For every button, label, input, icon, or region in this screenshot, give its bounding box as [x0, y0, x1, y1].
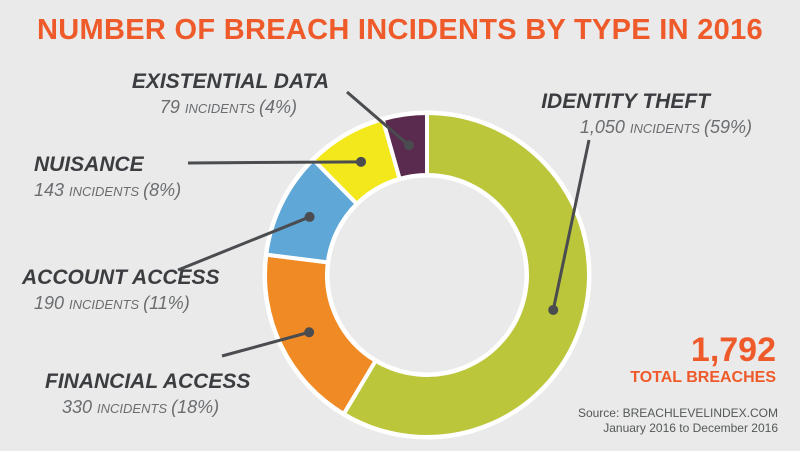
label-account-name: ACCOUNT ACCESS	[21, 266, 220, 289]
label-account-value: 190 INCIDENTS (11%)	[34, 293, 190, 313]
label-identity-name: IDENTITY THEFT	[541, 90, 712, 113]
label-financial-name: FINANCIAL ACCESS	[45, 370, 250, 393]
financial-count: 330	[62, 397, 92, 417]
donut-outer-rim	[262, 110, 592, 440]
account-unit: INCIDENTS	[69, 297, 139, 312]
account-count: 190	[34, 293, 64, 313]
chart-title: NUMBER OF BREACH INCIDENTS BY TYPE IN 20…	[37, 14, 763, 46]
label-existential-name: EXISTENTIAL DATA	[132, 70, 329, 93]
existential-percent: (4%)	[259, 97, 297, 117]
label-nuisance-value: 143 INCIDENTS (8%)	[34, 180, 181, 200]
nuisance-unit: INCIDENTS	[69, 184, 139, 199]
source-note: Source: BREACHLEVELINDEX.COM January 201…	[578, 406, 778, 436]
financial-unit: INCIDENTS	[97, 401, 167, 416]
slice-financial	[263, 252, 378, 416]
leader-dot-financial	[304, 327, 315, 338]
financial-percent: (18%)	[171, 397, 219, 417]
label-existential-value: 79 INCIDENTS (4%)	[160, 97, 297, 117]
label-financial-value: 330 INCIDENTS (18%)	[62, 397, 219, 417]
leader-dot-nuisance	[356, 156, 367, 167]
leader-dot-existential	[403, 140, 414, 151]
identity-percent: (59%)	[704, 117, 752, 137]
leader-line-identity	[551, 139, 591, 311]
leader-dot-account	[304, 211, 315, 222]
source-line-2: January 2016 to December 2016	[603, 421, 778, 435]
identity-unit: INCIDENTS	[630, 121, 700, 136]
leader-dot-identity	[548, 304, 559, 315]
leader-lines	[177, 90, 591, 358]
total-breaches: 1,792 TOTAL BREACHES	[630, 332, 776, 388]
leader-line-existential	[346, 90, 410, 147]
source-line-1: Source: BREACHLEVELINDEX.COM	[577, 406, 778, 420]
total-label: TOTAL BREACHES	[630, 369, 776, 386]
nuisance-count: 143	[34, 180, 64, 200]
leader-line-account	[177, 215, 311, 272]
existential-count: 79	[160, 97, 180, 117]
label-nuisance-name: NUISANCE	[34, 153, 145, 176]
account-percent: (11%)	[143, 293, 190, 313]
donut-inner-rim	[326, 174, 528, 376]
existential-unit: INCIDENTS	[185, 101, 255, 116]
leader-line-nuisance	[187, 160, 362, 165]
nuisance-percent: (8%)	[143, 180, 181, 200]
identity-count: 1,050	[580, 117, 625, 137]
total-value: 1,792	[690, 331, 776, 369]
leader-line-financial	[221, 330, 310, 358]
label-identity-value: 1,050 INCIDENTS (59%)	[580, 117, 752, 137]
